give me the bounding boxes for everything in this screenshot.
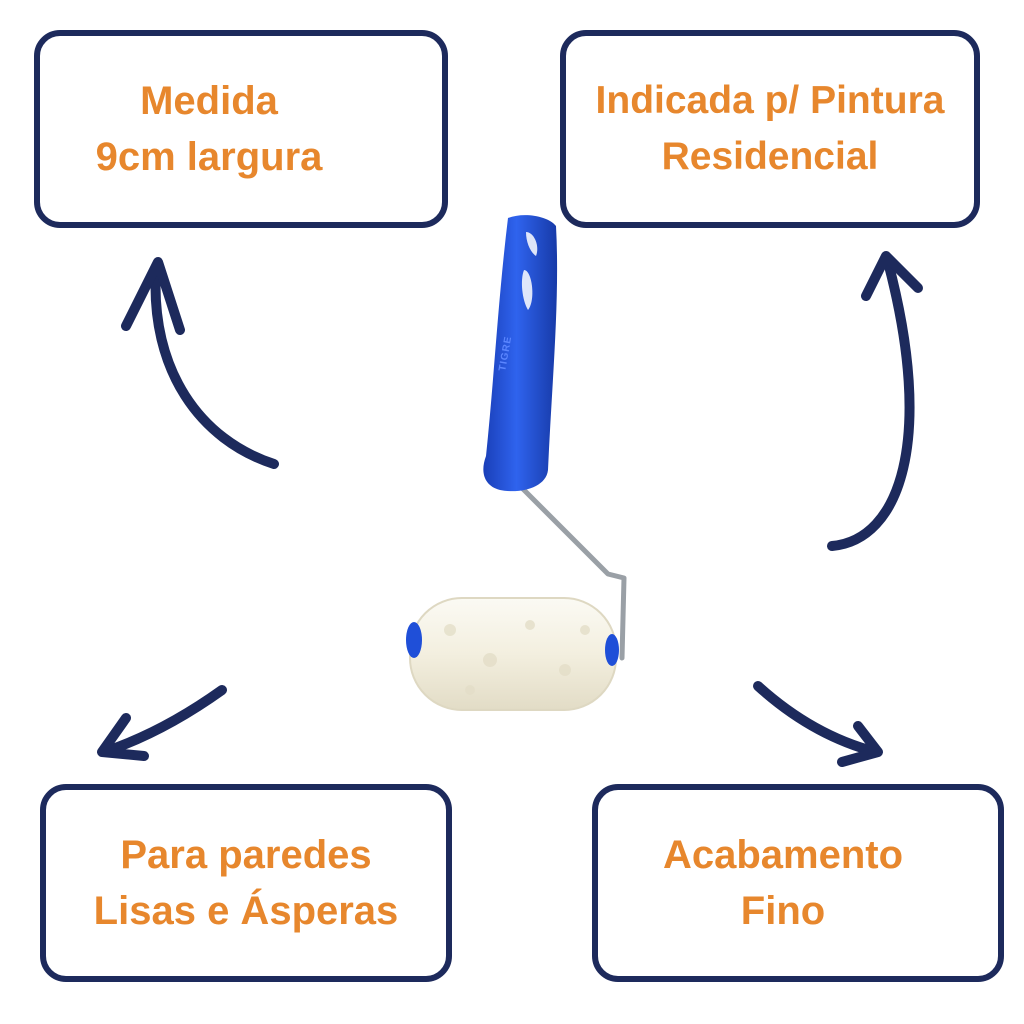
roller-handle-slot [521,270,533,310]
feature-box-size-line2: 9cm largura [95,135,323,179]
feature-box-finish-text: Acabamento Fino [663,827,903,939]
feature-box-usage: Indicada p/ Pintura Residencial [560,30,980,228]
feature-box-surfaces-line2: Lisas e Ásperas [93,889,399,933]
feature-box-finish-line1: Acabamento [662,833,904,877]
feature-box-surfaces: Para paredes Lisas e Ásperas [40,784,452,982]
arrow-to-usage-box-shaft [827,257,915,551]
arrow-to-size-box [121,257,279,469]
arrow-to-finish-box [753,681,883,767]
arrow-to-usage-box [827,251,923,551]
arrow-to-finish-box-shaft [753,681,881,757]
roller-cover [409,597,617,711]
feature-box-size-line1: Medida [140,79,278,123]
feature-box-usage-line2: Residencial [661,135,879,178]
roller-end-cap [406,622,422,658]
roller-handle [483,215,558,492]
roller-end-cap [605,634,619,666]
roller-frame [513,479,627,661]
feature-box-size: Medida 9cm largura [34,30,448,228]
arrow-to-surfaces-box [97,685,227,761]
arrow-to-size-box-head [121,257,185,335]
roller-handle-slot [526,232,538,256]
feature-box-usage-text: Indicada p/ Pintura Residencial [596,73,945,185]
feature-box-usage-line1: Indicada p/ Pintura [595,79,945,122]
arrow-to-surfaces-box-shaft [99,685,227,757]
arrow-to-finish-box-head [837,721,883,767]
feature-box-surfaces-text: Para paredes Lisas e Ásperas [94,827,399,939]
feature-box-size-text: Medida 9cm largura [96,73,323,185]
arrow-to-surfaces-box-head [97,713,149,761]
feature-box-finish: Acabamento Fino [592,784,1004,982]
feature-box-finish-line2: Fino [740,889,826,933]
arrow-to-usage-box-head [861,251,923,301]
arrow-to-size-box-shaft [150,265,279,469]
feature-box-surfaces-line1: Para paredes [120,833,372,877]
